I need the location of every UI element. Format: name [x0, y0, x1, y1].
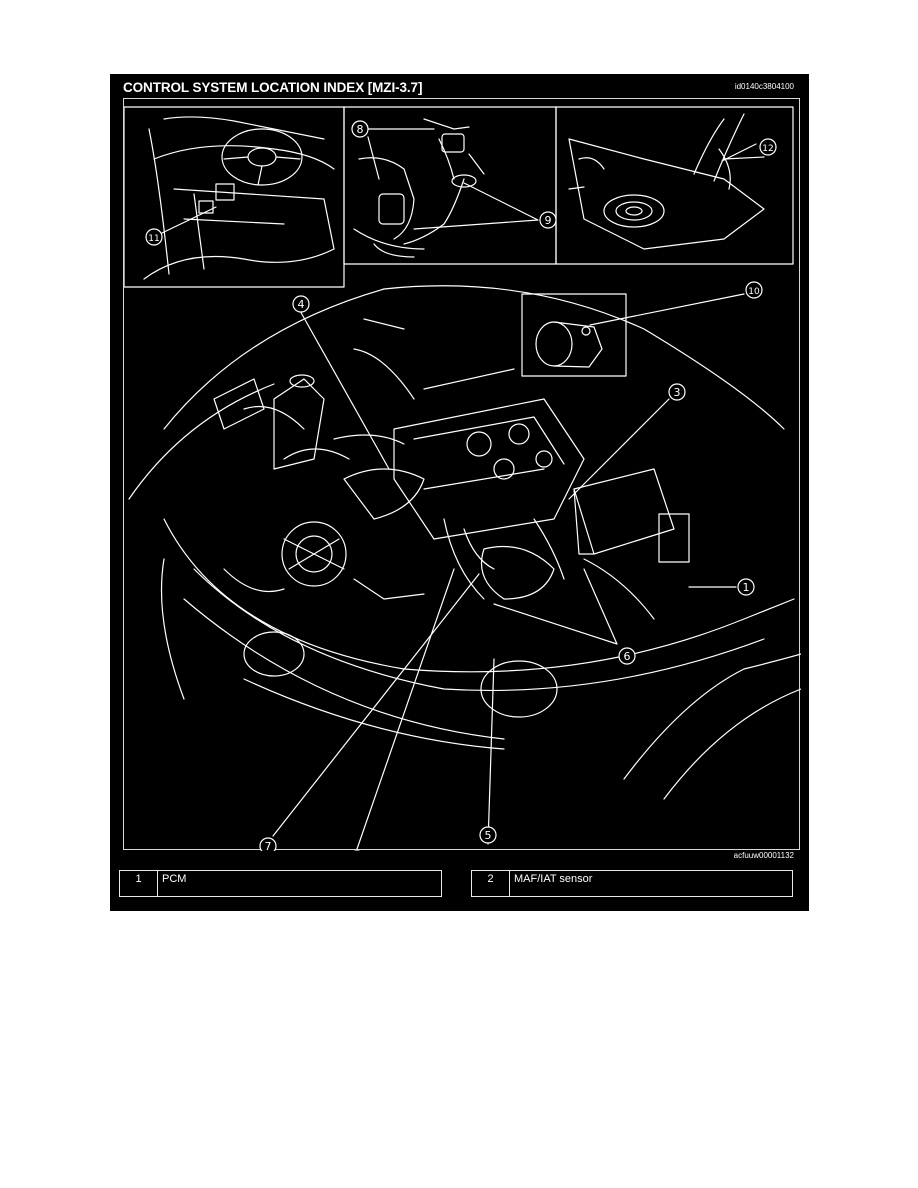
- callout-3: 3: [668, 383, 686, 401]
- svg-text:6: 6: [624, 650, 631, 663]
- svg-text:12: 12: [762, 144, 773, 154]
- leader-3: [568, 398, 670, 500]
- legend-label: MAF/IAT sensor: [514, 873, 593, 885]
- legend-number: 2: [472, 871, 510, 896]
- leader-9: [413, 182, 539, 230]
- callout-5: 5: [479, 826, 497, 844]
- callout-10: 10: [745, 281, 763, 299]
- leader-purge: [423, 368, 515, 390]
- purge-solenoid-drawing: [353, 118, 485, 258]
- leader-5: [487, 658, 495, 845]
- callout-7: 7: [259, 837, 277, 851]
- leader-7: [272, 573, 480, 837]
- leader-10: [589, 293, 745, 326]
- svg-text:4: 4: [298, 298, 305, 311]
- inset-frame-fuel-tank: [555, 106, 794, 265]
- main-engine-bay-drawing: [128, 285, 801, 800]
- legend-item-1: 1 PCM: [119, 870, 442, 897]
- callout-11: 11: [145, 228, 163, 246]
- svg-text:5: 5: [485, 829, 492, 842]
- leader-11: [161, 206, 217, 234]
- svg-text:3: 3: [674, 386, 681, 399]
- leader-6: [493, 568, 618, 645]
- leader-2: [356, 568, 455, 850]
- svg-text:1: 1: [743, 581, 750, 594]
- engine-bay-illustration: 1 2 3 4 5 6 7 8 9 10 11 12: [123, 98, 801, 851]
- callout-12: 12: [759, 138, 777, 156]
- leader-4: [298, 308, 390, 470]
- diagram-sheet: CONTROL SYSTEM LOCATION INDEX [MZI-3.7] …: [110, 74, 809, 911]
- inset-frame-pump: [521, 293, 627, 377]
- svg-text:11: 11: [148, 234, 159, 244]
- svg-text:9: 9: [545, 214, 552, 227]
- svg-text:10: 10: [748, 287, 760, 297]
- callout-4: 4: [292, 295, 310, 313]
- svg-text:8: 8: [357, 123, 364, 136]
- legend-number: 1: [120, 871, 158, 896]
- legend-label: PCM: [162, 873, 187, 885]
- page-title: CONTROL SYSTEM LOCATION INDEX [MZI-3.7]: [123, 80, 423, 95]
- leader-8: [367, 128, 435, 180]
- callout-6: 6: [618, 647, 636, 665]
- leader-12: [721, 143, 757, 162]
- pump-drawing: [535, 321, 603, 368]
- callout-8: 8: [351, 120, 369, 138]
- dashboard-drawing: [143, 116, 335, 280]
- callout-9: 9: [539, 211, 557, 229]
- svg-text:7: 7: [265, 840, 272, 851]
- document-id: id0140c3804100: [734, 82, 794, 91]
- legend-item-2: 2 MAF/IAT sensor: [471, 870, 793, 897]
- fuel-tank-drawing: [568, 113, 765, 250]
- callout-1: 1: [737, 578, 755, 596]
- figure-id: acfuuw00001132: [733, 851, 794, 860]
